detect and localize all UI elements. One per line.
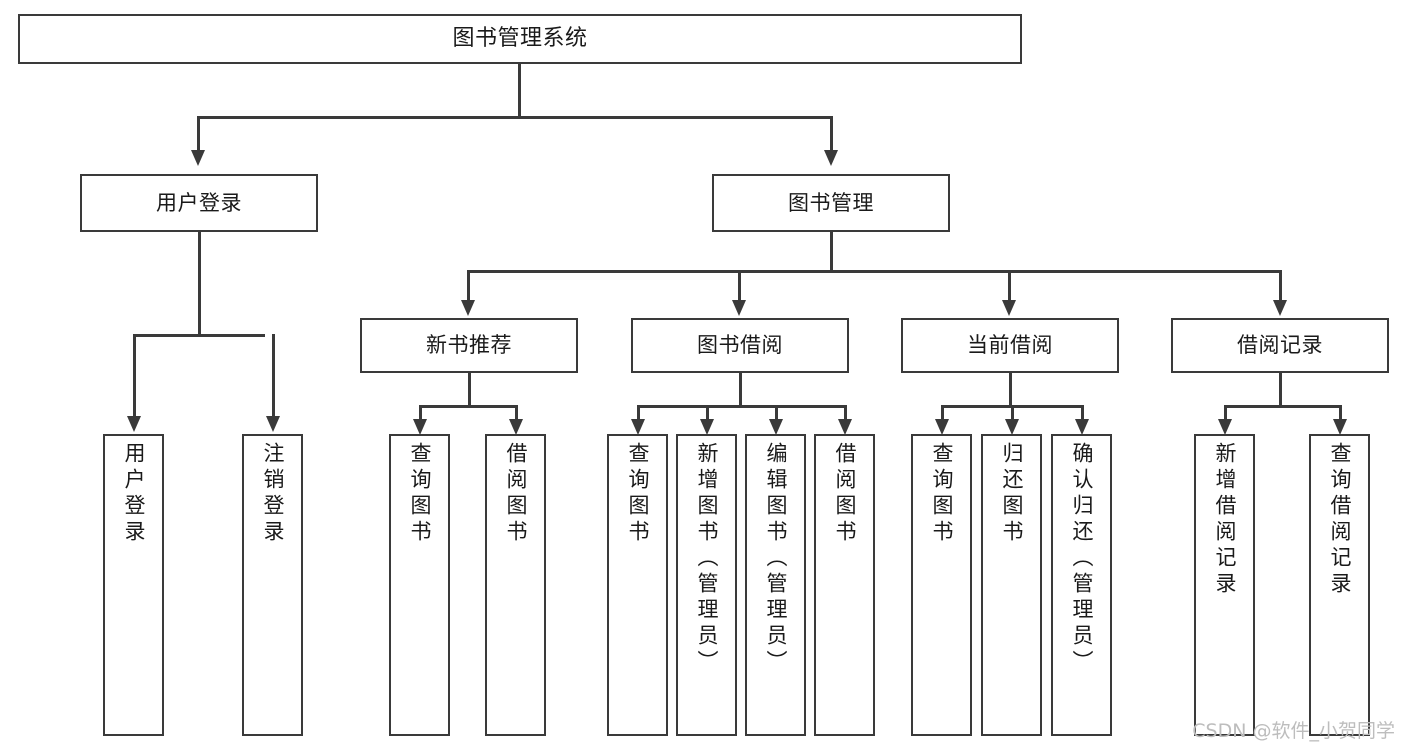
connector-new-book-to-leaf-1 xyxy=(419,405,422,421)
arrowhead-bm-to-current-borrow xyxy=(1002,300,1016,316)
node-label: 当前借阅 xyxy=(967,333,1053,358)
node-borrow-record[interactable]: 借阅记录 xyxy=(1171,318,1389,373)
connector-current-borrow-to-leaf-1 xyxy=(941,405,944,421)
arrowhead-book-borrow-to-leaf-3 xyxy=(769,419,783,435)
arrowhead-current-borrow-to-leaf-1 xyxy=(935,419,949,435)
node-label: 新增图书（管理员） xyxy=(695,442,719,676)
connector-book-management-bus xyxy=(467,270,1281,273)
arrowhead-book-borrow-to-leaf-2 xyxy=(700,419,714,435)
connector-book-borrow-to-leaf-2 xyxy=(706,405,709,421)
leaf-book-borrow-query-book[interactable]: 查询图书 xyxy=(607,434,668,736)
arrowhead-new-book-to-leaf-2 xyxy=(509,419,523,435)
node-book-borrow[interactable]: 图书借阅 xyxy=(631,318,849,373)
node-label: 图书管理系统 xyxy=(452,26,588,52)
node-book-management[interactable]: 图书管理 xyxy=(712,174,950,232)
connector-user-login-to-leaf-1 xyxy=(133,334,136,418)
connector-book-management-stem xyxy=(830,232,833,272)
connector-root-to-user-login xyxy=(197,116,200,152)
arrowhead-root-to-user-login xyxy=(191,150,205,166)
arrowhead-new-book-to-leaf-1 xyxy=(413,419,427,435)
connector-root-stem xyxy=(518,64,521,118)
arrowhead-book-borrow-to-leaf-1 xyxy=(631,419,645,435)
node-label: 借阅图书 xyxy=(504,442,528,546)
leaf-new-book-query-book[interactable]: 查询图书 xyxy=(389,434,450,736)
node-label: 查询图书 xyxy=(930,442,954,546)
node-new-book-recommend[interactable]: 新书推荐 xyxy=(360,318,578,373)
connector-borrow-record-stem xyxy=(1279,373,1282,407)
node-label: 查询图书 xyxy=(408,442,432,546)
node-user-login[interactable]: 用户登录 xyxy=(80,174,318,232)
connector-current-borrow-to-leaf-3 xyxy=(1081,405,1084,421)
node-current-borrow[interactable]: 当前借阅 xyxy=(901,318,1119,373)
connector-borrow-record-to-leaf-2 xyxy=(1339,405,1342,421)
leaf-book-borrow-edit-book-admin[interactable]: 编辑图书（管理员） xyxy=(745,434,806,736)
connector-book-borrow-to-leaf-1 xyxy=(637,405,640,421)
arrowhead-current-borrow-to-leaf-2 xyxy=(1005,419,1019,435)
arrowhead-borrow-record-to-leaf-2 xyxy=(1333,419,1347,435)
arrowhead-book-borrow-to-leaf-4 xyxy=(838,419,852,435)
connector-book-borrow-to-leaf-3 xyxy=(775,405,778,421)
node-label: 用户登录 xyxy=(156,190,242,215)
node-root-book-management-system[interactable]: 图书管理系统 xyxy=(18,14,1022,64)
arrowhead-user-login-to-leaf-1 xyxy=(127,416,141,432)
connector-borrow-record-to-leaf-1 xyxy=(1224,405,1227,421)
node-label: 图书借阅 xyxy=(697,333,783,358)
node-label: 借阅记录 xyxy=(1237,333,1323,358)
connector-bm-to-current-borrow xyxy=(1008,270,1011,302)
connector-bm-to-new-book xyxy=(467,270,470,302)
connector-user-login-to-leaf-2 xyxy=(272,334,275,418)
arrowhead-bm-to-book-borrow xyxy=(732,300,746,316)
node-label: 查询图书 xyxy=(626,442,650,546)
node-label: 用户登录 xyxy=(122,442,146,546)
leaf-borrow-record-query-record[interactable]: 查询借阅记录 xyxy=(1309,434,1370,736)
leaf-user-login-logout[interactable]: 注销登录 xyxy=(242,434,303,736)
node-label: 新书推荐 xyxy=(426,333,512,358)
connector-new-book-to-leaf-2 xyxy=(515,405,518,421)
node-label: 查询借阅记录 xyxy=(1328,442,1352,598)
node-label: 确认归还（管理员） xyxy=(1070,442,1094,676)
arrowhead-current-borrow-to-leaf-3 xyxy=(1075,419,1089,435)
node-label: 借阅图书 xyxy=(833,442,857,546)
connector-root-to-book-management xyxy=(830,116,833,152)
arrowhead-root-to-book-management xyxy=(824,150,838,166)
connector-bm-to-book-borrow xyxy=(738,270,741,302)
connector-book-borrow-to-leaf-4 xyxy=(844,405,847,421)
node-label: 新增借阅记录 xyxy=(1213,442,1237,598)
connector-root-bus xyxy=(197,116,833,119)
connector-borrow-record-bus xyxy=(1224,405,1341,408)
connector-user-login-stem xyxy=(198,232,201,336)
leaf-current-borrow-confirm-return-admin[interactable]: 确认归还（管理员） xyxy=(1051,434,1112,736)
leaf-current-borrow-query-book[interactable]: 查询图书 xyxy=(911,434,972,736)
node-label: 注销登录 xyxy=(261,442,285,546)
connector-new-book-stem xyxy=(468,373,471,407)
connector-current-borrow-stem xyxy=(1009,373,1012,407)
arrowhead-user-login-to-leaf-2 xyxy=(266,416,280,432)
connector-book-borrow-bus xyxy=(637,405,847,408)
node-label: 图书管理 xyxy=(788,190,874,215)
arrowhead-bm-to-new-book xyxy=(461,300,475,316)
connector-user-login-bus xyxy=(133,334,265,337)
leaf-new-book-borrow-book[interactable]: 借阅图书 xyxy=(485,434,546,736)
node-label: 编辑图书（管理员） xyxy=(764,442,788,676)
node-label: 归还图书 xyxy=(1000,442,1024,546)
leaf-book-borrow-borrow-book[interactable]: 借阅图书 xyxy=(814,434,875,736)
connector-new-book-bus xyxy=(419,405,517,408)
leaf-user-login-login[interactable]: 用户登录 xyxy=(103,434,164,736)
leaf-book-borrow-add-book-admin[interactable]: 新增图书（管理员） xyxy=(676,434,737,736)
leaf-current-borrow-return-book[interactable]: 归还图书 xyxy=(981,434,1042,736)
arrowhead-borrow-record-to-leaf-1 xyxy=(1218,419,1232,435)
connector-current-borrow-to-leaf-2 xyxy=(1011,405,1014,421)
leaf-borrow-record-add-record[interactable]: 新增借阅记录 xyxy=(1194,434,1255,736)
connector-bm-to-borrow-record xyxy=(1279,270,1282,302)
arrowhead-bm-to-borrow-record xyxy=(1273,300,1287,316)
connector-book-borrow-stem xyxy=(739,373,742,407)
